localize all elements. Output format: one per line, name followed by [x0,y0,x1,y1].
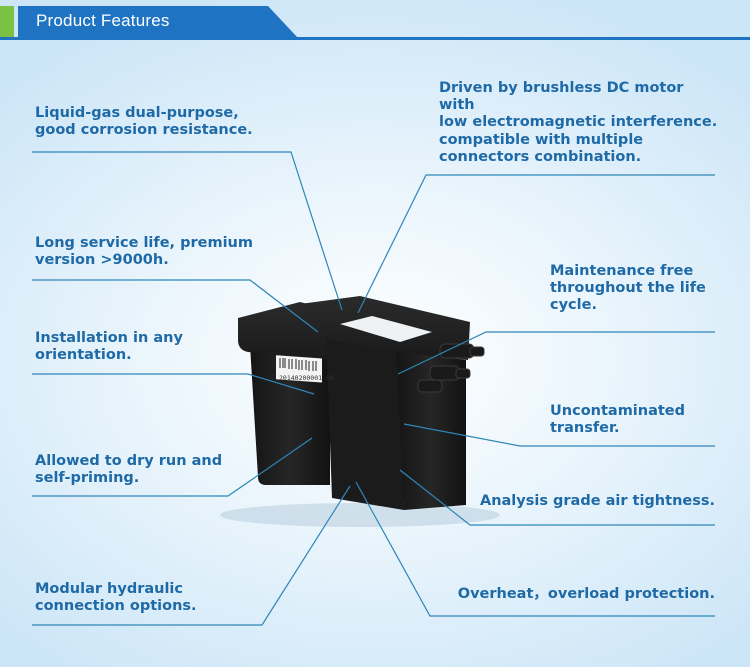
feature-overheat-line1: Overheat，overload protection. [457,586,715,602]
feature-air-tight-line1: Analysis grade air tightness. [479,493,715,509]
leader-dry-run [32,437,313,497]
leader-connectors [357,174,715,314]
feature-motor-line1: Driven by brushless DC motor with [439,80,684,113]
leader-service-life [32,279,319,333]
feature-liquid-gas-line2: good corrosion resistance. [35,122,253,138]
feature-maintenance: Maintenance free throughout the life cyc… [550,263,715,314]
feature-motor-line2: low electromagnetic interference. [439,114,718,130]
feature-maintenance-line3: cycle. [550,297,597,313]
feature-air-tight: Analysis grade air tightness. [470,493,715,510]
feature-dry-run-line1: Allowed to dry run and [35,453,223,469]
barcode-number: 20140200001 08 [279,374,334,382]
feature-maintenance-line2: throughout the life [550,280,706,296]
feature-dry-run-line2: self-priming. [35,470,140,486]
feature-modular: Modular hydraulic connection options. [35,581,211,615]
feature-installation: Installation in any orientation. [35,330,219,364]
feature-liquid-gas: Liquid-gas dual-purpose, good corrosion … [35,105,260,139]
feature-installation-line1: Installation in any [35,330,183,346]
leader-maintenance [397,331,715,375]
header-green-accent [0,6,14,38]
feature-uncontaminated: Uncontaminated transfer. [550,403,720,437]
header-tab [18,6,298,38]
feature-service-life-line1: Long service life, premium [35,235,253,251]
leader-liquid-gas [32,151,343,311]
device-connectors [417,343,485,393]
feature-installation-line2: orientation. [35,347,132,363]
feature-dry-run: Allowed to dry run and self-priming. [35,453,235,487]
feature-maintenance-line1: Maintenance free [550,263,694,279]
barcode-sticker: 20140200001 08 [276,355,334,383]
leader-modular [32,485,351,626]
leader-overheat [355,481,715,617]
feature-liquid-gas-line1: Liquid-gas dual-purpose, [35,105,239,121]
feature-uncontaminated-line2: transfer. [550,420,620,436]
leader-air-tight [399,469,715,526]
feature-uncontaminated-line1: Uncontaminated [550,403,686,419]
leader-installation [32,373,315,395]
feature-connectors: compatible with multiple connectors comb… [439,132,715,166]
feature-service-life-line2: version >9000h. [35,252,169,268]
device-center-body [326,330,404,510]
feature-modular-line1: Modular hydraulic [35,581,183,597]
feature-service-life: Long service life, premium version >9000… [35,235,260,269]
feature-modular-line2: connection options. [35,598,197,614]
feature-motor: Driven by brushless DC motor with low el… [439,80,719,131]
page-title: Product Features [36,11,170,30]
leader-uncontaminated [403,423,715,447]
device-shadow [220,503,500,527]
feature-connectors-line1: compatible with multiple [439,132,644,148]
feature-overheat: Overheat，overload protection. [455,586,715,603]
device-top-label [340,316,432,342]
feature-connectors-line2: connectors combination. [439,149,642,165]
device-right-body [396,350,466,510]
header-rule [0,37,750,40]
